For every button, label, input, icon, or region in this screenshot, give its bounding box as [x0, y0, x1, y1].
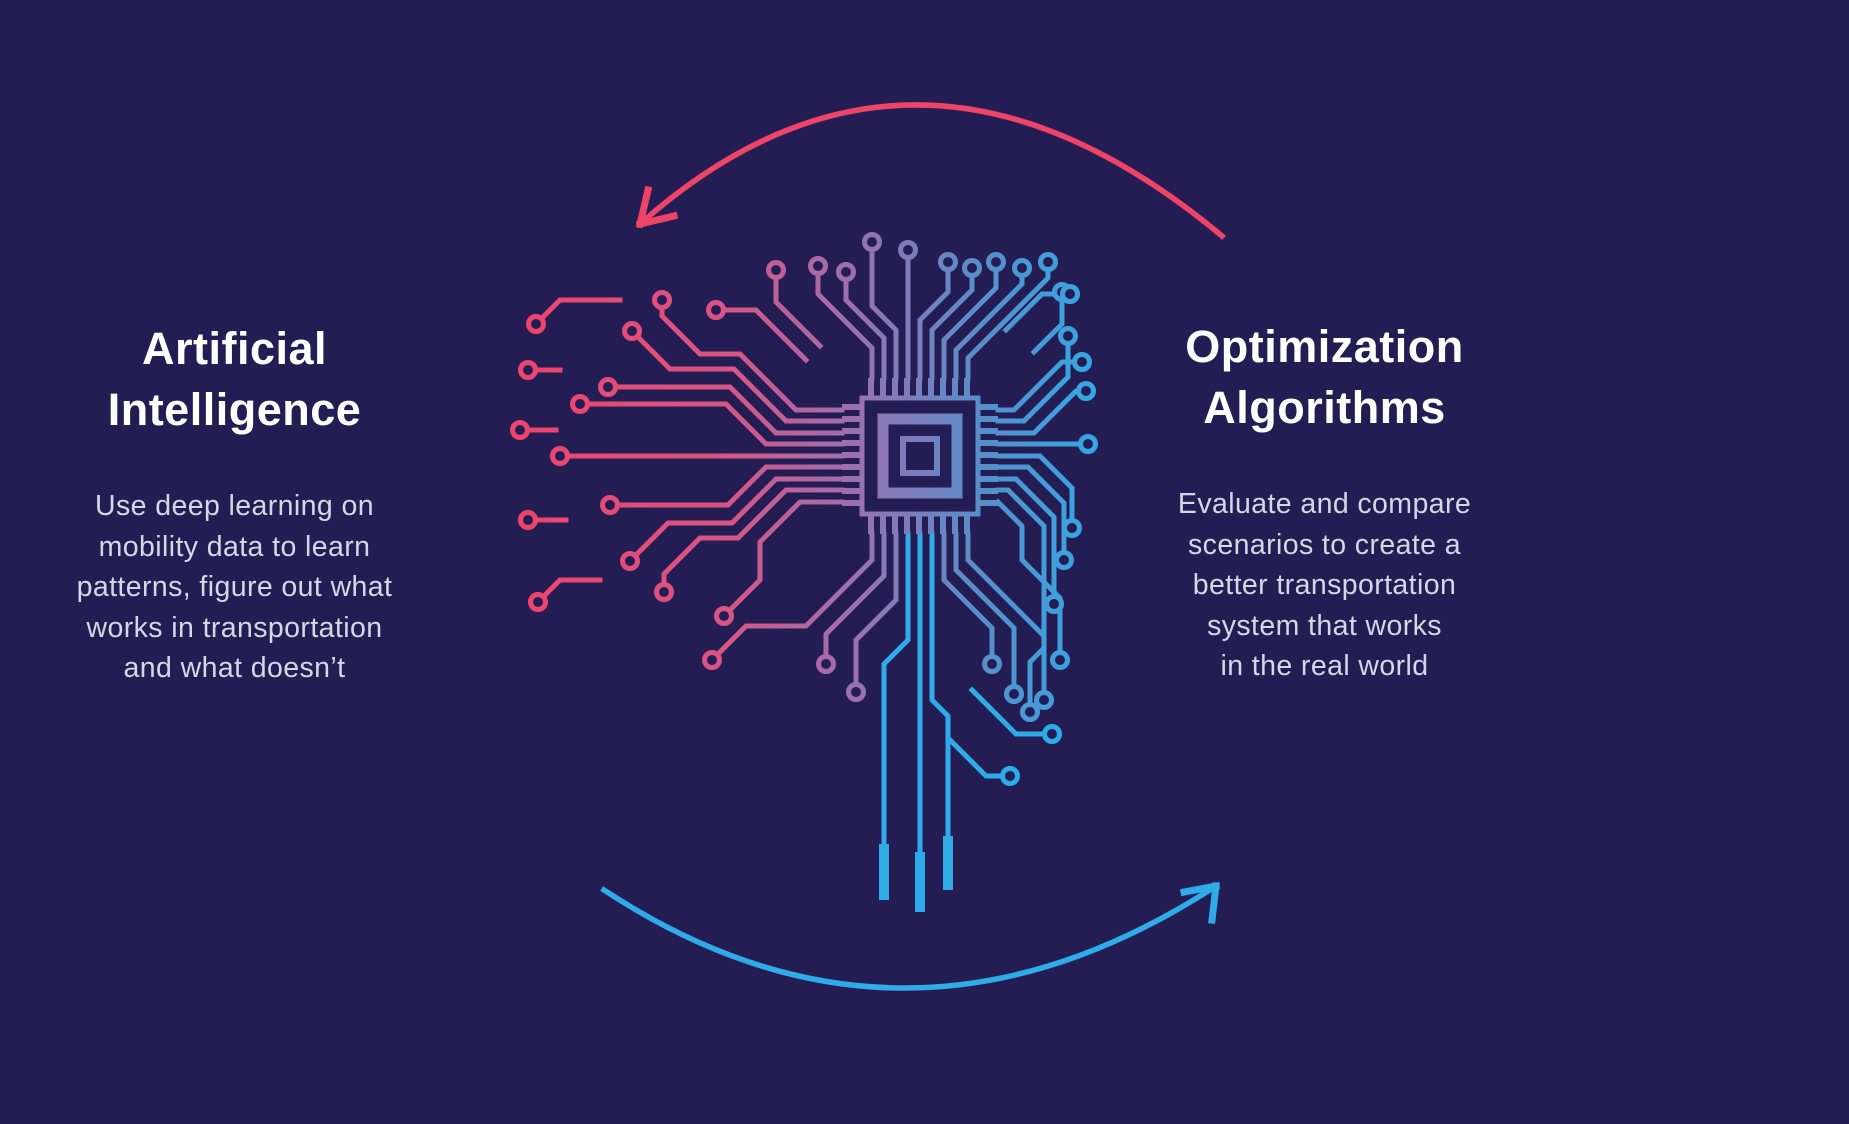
right-panel-title: Optimization Algorithms [1112, 316, 1537, 438]
left-panel-title: Artificial Intelligence [22, 318, 447, 440]
left-desc-line: patterns, figure out what [76, 571, 393, 603]
cycle-arrow-bottom-icon [600, 881, 1221, 991]
left-title-line2: Intelligence [107, 384, 362, 435]
brain-traces-right [946, 326, 1098, 786]
right-desc-line: Evaluate and compare [1177, 488, 1472, 520]
left-title-line1: Artificial [141, 323, 328, 374]
right-panel: Optimization Algorithms Evaluate and com… [1112, 316, 1537, 687]
left-desc-line: works in transportation [86, 611, 383, 644]
left-desc-line: mobility data to learn [98, 530, 371, 563]
right-desc-line: better transportation [1192, 569, 1457, 601]
left-panel-description: Use deep learning on mobility data to le… [22, 486, 447, 689]
circuit-brain-icon [510, 232, 1098, 912]
right-desc-line: in the real world [1220, 650, 1429, 682]
left-panel: Artificial Intelligence Use deep learnin… [22, 318, 447, 689]
right-desc-line: scenarios to create a [1188, 528, 1461, 561]
cpu-chip-icon [842, 378, 998, 534]
left-desc-line: Use deep learning on [95, 490, 374, 522]
cycle-arrow-top-icon [635, 102, 1226, 240]
right-title-line2: Algorithms [1203, 382, 1446, 433]
left-desc-line: and what doesn’t [123, 652, 346, 684]
brain-traces-bottom [702, 531, 1054, 912]
brain-traces-left [510, 290, 845, 626]
right-panel-description: Evaluate and compare scenarios to create… [1112, 484, 1537, 687]
right-desc-line: system that works [1207, 609, 1442, 642]
brain-traces-top [706, 232, 1080, 381]
right-title-line1: Optimization [1185, 321, 1464, 372]
